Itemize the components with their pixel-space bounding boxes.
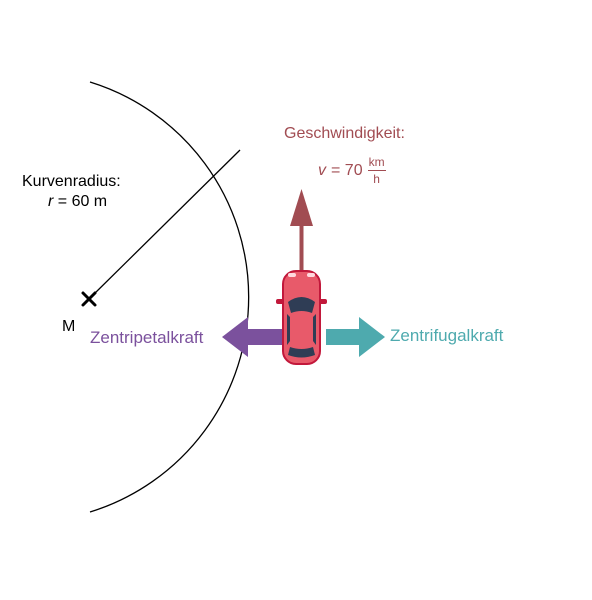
center-label: M — [62, 318, 76, 335]
speed-unit-denominator: h — [373, 172, 380, 186]
radius-line — [89, 149, 241, 299]
radius-value: r = 60 m — [48, 192, 107, 212]
car-icon — [276, 270, 327, 365]
speed-variable: v — [318, 161, 326, 179]
x-mark-icon — [81, 291, 97, 307]
speed-title: Geschwindigkeit: — [284, 125, 405, 142]
velocity-arrow — [290, 189, 313, 276]
speed-value: v = 70 km h — [318, 155, 386, 186]
radius-title: Kurvenradius: — [22, 173, 121, 190]
centripetal-label: Zentripetalkraft — [90, 328, 204, 347]
speed-unit: km h — [367, 155, 386, 186]
centrifugal-arrow — [326, 317, 385, 357]
centrifugal-label: Zentrifugalkraft — [390, 326, 504, 345]
radius-amount: = 60 m — [53, 193, 108, 210]
centripetal-arrow — [222, 317, 282, 357]
speed-unit-numerator: km — [367, 155, 386, 171]
radius-variable: r — [48, 193, 54, 210]
speed-amount: = 70 — [331, 161, 363, 179]
curve-arc — [89, 81, 250, 513]
